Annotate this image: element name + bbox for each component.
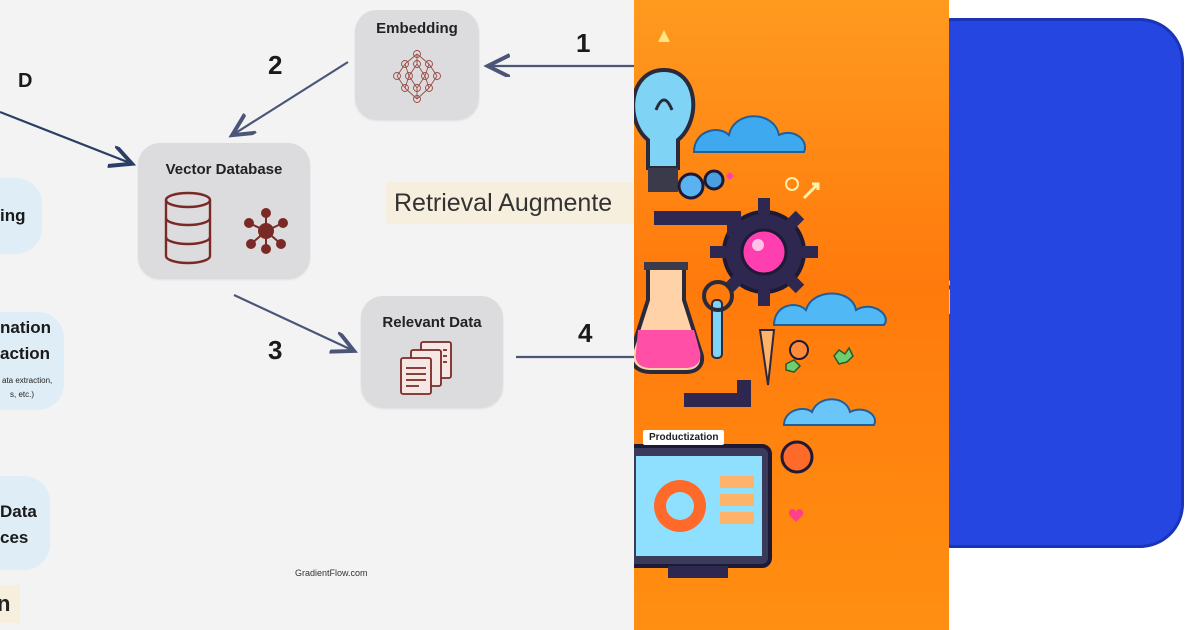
arrow-3-vector-db-to-relevant: [233, 294, 352, 350]
arrow-2-embedding-to-vector-db: [234, 61, 349, 134]
diagram-arrows: [0, 0, 634, 359]
step-number-2: 2: [268, 50, 283, 80]
credit-text: GradientFlow.com: [295, 568, 368, 578]
database-icon: [164, 191, 212, 265]
leaf-icon: [658, 30, 670, 42]
arrow-d-to-vector-db: [0, 110, 130, 163]
step-number-1: 1: [576, 28, 591, 58]
productization-illustration: [634, 30, 887, 578]
ring-icon: [702, 280, 734, 312]
network-nodes-icon: [244, 208, 288, 254]
lightbulb-icon: [634, 67, 696, 192]
flask-icon: [634, 262, 705, 374]
small-gear-icon-4: [780, 440, 814, 474]
vector-database-node: Vector Database: [138, 143, 310, 279]
embedding-node: Embedding: [355, 10, 479, 120]
side-node-bottom: Data ces: [0, 476, 50, 570]
side-node-bottom-line2: ces: [0, 528, 29, 547]
side-node-bottom-line1: Data: [0, 502, 37, 521]
gear-icon: [710, 198, 818, 306]
blue-card-panel: gi: [949, 0, 1200, 630]
cloud-icon: [692, 115, 806, 153]
relevant-data-title: Relevant Data: [382, 314, 482, 331]
productization-label: Productization: [643, 430, 725, 445]
arrow-sparkle-icon: [802, 182, 820, 200]
side-node-middle-line1: nation: [0, 318, 51, 337]
side-node-middle-line2: action: [0, 344, 51, 363]
step-number-4: 4: [578, 318, 593, 348]
vector-database-title: Vector Database: [165, 161, 283, 178]
edge-label-d: D: [18, 70, 33, 92]
side-node-top: ing: [0, 178, 42, 254]
rag-banner: Retrieval Augmente: [386, 182, 634, 224]
small-gear-icon-2: [703, 169, 725, 191]
side-node-middle-small1: ata extraction,: [2, 376, 53, 385]
embedding-title: Embedding: [376, 20, 458, 37]
small-gear-icon-3: [789, 340, 809, 360]
cloud-icon-2: [772, 292, 887, 326]
puzzle-icon: [833, 346, 854, 365]
puzzle-icon-2: [785, 359, 802, 373]
diamond-icon: [726, 172, 734, 180]
step-number-3: 3: [268, 335, 283, 365]
documents-icon: [400, 341, 452, 395]
monitor-icon: [634, 444, 772, 578]
bottom-tag: n: [0, 585, 20, 623]
test-tube-icon: [711, 299, 723, 359]
relevant-data-node: Relevant Data: [361, 296, 503, 408]
illustration-panel: Productization: [634, 0, 949, 630]
rag-diagram-panel: D 1 2 3 4 Embedding Vector Database: [0, 0, 634, 630]
side-node-top-label: ing: [0, 206, 26, 225]
blue-card: gi: [949, 18, 1184, 548]
heart-icon: [788, 509, 804, 522]
probe-icon: [758, 329, 776, 386]
circle-sparkle-icon: [785, 177, 799, 191]
cloud-icon-3: [782, 398, 876, 426]
neural-network-icon: [393, 50, 441, 103]
side-node-middle-small2: s, etc.): [10, 390, 35, 399]
side-node-middle: nation action ata extraction, s, etc.): [0, 312, 64, 410]
small-gear-icon: [677, 172, 705, 200]
card-text: gi: [949, 271, 953, 325]
